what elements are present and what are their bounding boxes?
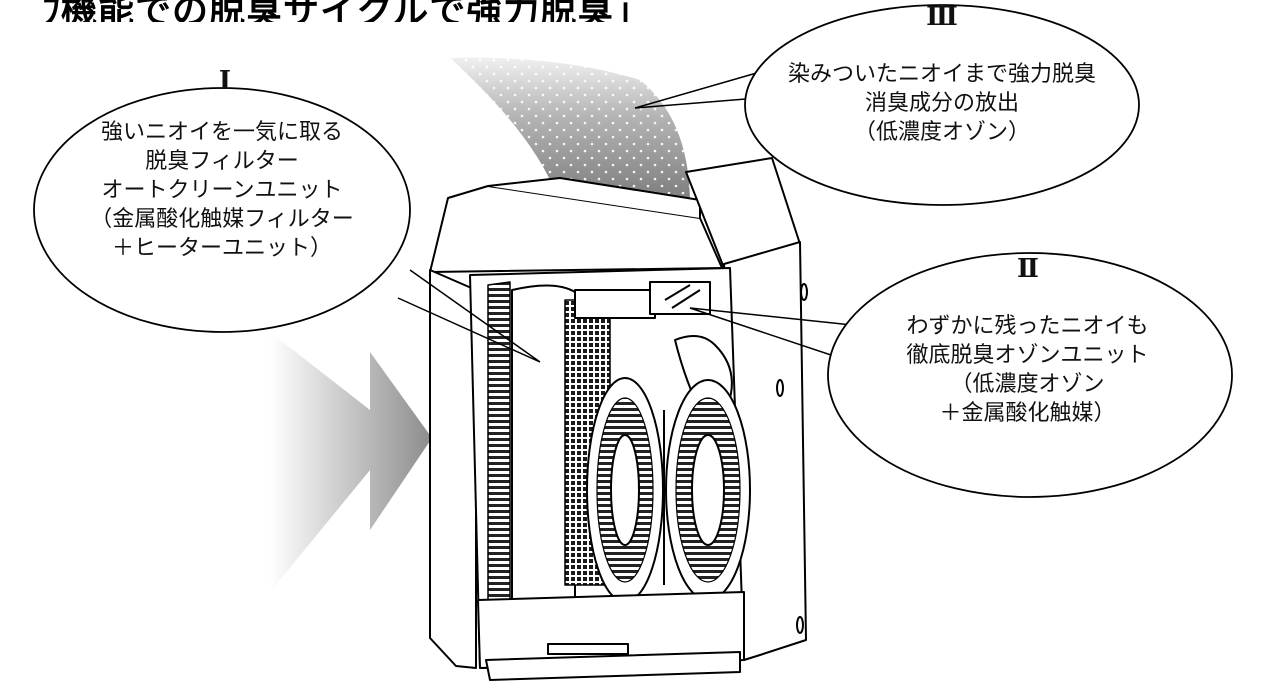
- exhaust-plume: [450, 57, 690, 205]
- callout-2-line: （低濃度オゾン: [950, 372, 1105, 398]
- callout-3-line: 消臭成分の放出: [864, 91, 1019, 117]
- callout-bubble-2: [827, 252, 1233, 498]
- callout-1-numeral: Ⅰ: [218, 66, 232, 96]
- leader-line-1: [397, 269, 541, 363]
- leader-line-2: [689, 307, 853, 361]
- callout-2-numeral: Ⅱ: [1017, 254, 1039, 284]
- headline: ﾌ機能での脱臭サイクルで強力脱臭」: [0, 0, 1266, 22]
- callout-1-line: オートクリーンユニット: [101, 178, 343, 204]
- callout-2-text: わずかに残ったニオイも 徹底脱臭オゾンユニット （低濃度オゾン ＋金属酸化触媒）: [855, 312, 1200, 428]
- callout-bubble-3: [744, 4, 1140, 206]
- callout-bubble-1: [33, 87, 411, 333]
- callout-1-line: 脱臭フィルター: [145, 149, 299, 175]
- leader-line-3: [634, 71, 761, 109]
- leader-lines: [397, 71, 853, 363]
- callout-3-numeral: Ⅲ: [926, 2, 958, 32]
- callout-1-line: ＋ヒーターユニット）: [111, 236, 332, 262]
- callout-2-line: 徹底脱臭オゾンユニット: [906, 343, 1149, 369]
- fan-wheel-left: [586, 377, 664, 603]
- callout-3-line: 染みついたニオイまで強力脱臭: [787, 62, 1096, 87]
- callout-2-line: わずかに残ったニオイも: [906, 314, 1149, 339]
- callout-1-line: 強いニオイを一気に取る: [100, 120, 343, 145]
- purifier-unit: [429, 157, 808, 681]
- callout-1-text: 強いニオイを一気に取る 脱臭フィルター オートクリーンユニット （金属酸化触媒フ…: [52, 118, 392, 263]
- callout-2-line: ＋金属酸化触媒）: [939, 401, 1116, 427]
- callout-3-text: 染みついたニオイまで強力脱臭 消臭成分の放出 （低濃度オゾン）: [752, 60, 1132, 147]
- fan-wheel-right: [665, 379, 751, 601]
- intake-arrow: [270, 332, 432, 592]
- headline-text: ﾌ機能での脱臭サイクルで強力脱臭」: [42, 0, 652, 22]
- callout-1-line: （金属酸化触媒フィルター: [90, 207, 354, 233]
- callout-3-line: （低濃度オゾン）: [853, 120, 1030, 146]
